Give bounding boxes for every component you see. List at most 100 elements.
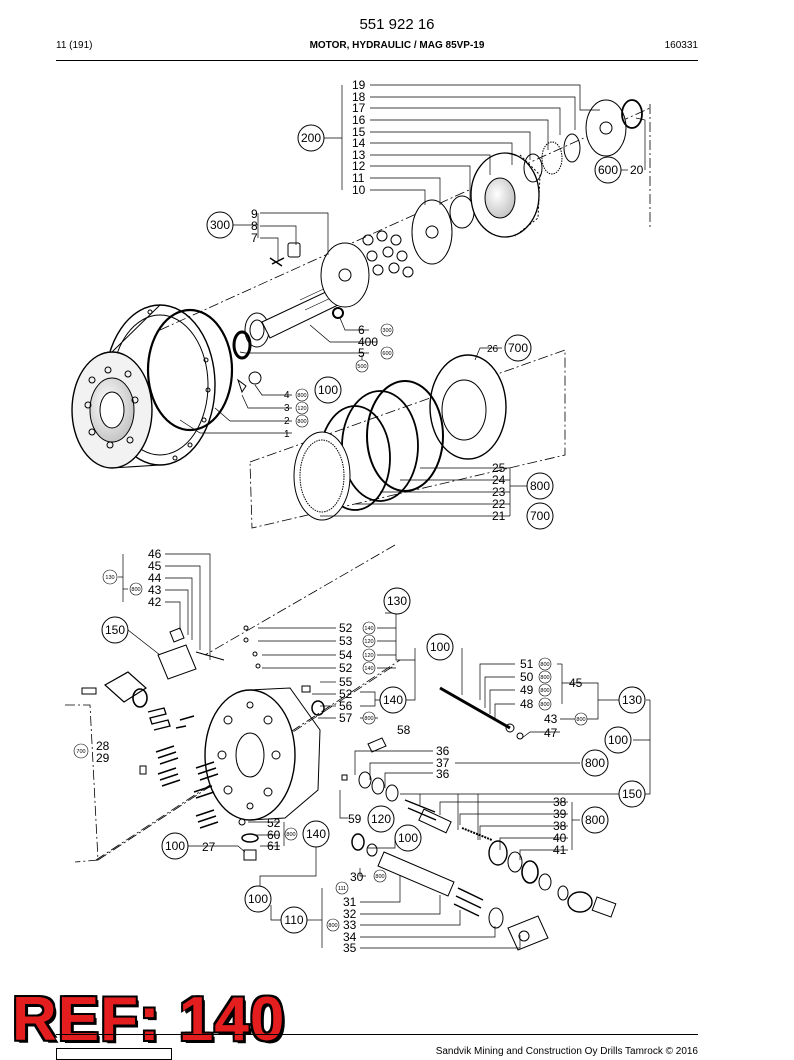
svg-text:700: 700: [530, 509, 550, 523]
svg-text:800: 800: [375, 874, 384, 880]
part-31: 31: [343, 895, 357, 909]
part-60: 60: [267, 828, 281, 842]
part-36: 36: [436, 767, 450, 781]
tag-120: 120: [362, 634, 376, 648]
svg-text:120: 120: [364, 639, 373, 645]
part-20: 20: [630, 163, 644, 177]
part-number-labels: 19 18 17 16 15 14 13 12 11 10 9 8 7 20 6…: [96, 78, 644, 955]
svg-text:150: 150: [622, 787, 642, 801]
part-24: 24: [492, 473, 506, 487]
tag-120: 120: [295, 401, 309, 415]
reference-stamp: REF: 140: [12, 985, 286, 1054]
svg-text:800: 800: [297, 393, 306, 399]
callout-200: 200: [297, 124, 325, 152]
tag-800: 800: [574, 712, 588, 726]
tag-140: 140: [362, 621, 376, 635]
o-ring: [146, 308, 234, 432]
tag-600: 600: [380, 346, 394, 360]
part-46: 46: [148, 547, 162, 561]
part-35: 35: [343, 941, 357, 955]
part-16: 16: [352, 113, 366, 127]
part-52: 52: [339, 687, 353, 701]
svg-text:100: 100: [430, 640, 450, 654]
part-39: 39: [553, 807, 567, 821]
part-26: 26: [487, 344, 499, 355]
part-36: 36: [436, 744, 450, 758]
callout-110: 110: [280, 906, 308, 934]
svg-text:800: 800: [131, 587, 140, 593]
svg-text:800: 800: [585, 756, 605, 770]
svg-text:800: 800: [540, 675, 549, 681]
tag-800: 800: [129, 582, 143, 596]
svg-text:800: 800: [585, 813, 605, 827]
svg-text:800: 800: [540, 662, 549, 668]
part-10: 10: [352, 183, 366, 197]
part-5: 5: [358, 346, 365, 360]
part-12: 12: [352, 159, 366, 173]
part-41: 41: [553, 843, 567, 857]
callout-130: 130: [618, 686, 646, 714]
svg-text:100: 100: [398, 831, 418, 845]
part-13: 13: [352, 148, 366, 162]
svg-text:120: 120: [371, 812, 391, 826]
svg-text:200: 200: [301, 131, 321, 145]
part-38: 38: [553, 795, 567, 809]
svg-text:150: 150: [105, 623, 125, 637]
part-58: 58: [397, 723, 411, 737]
tag-800: 800: [284, 827, 298, 841]
callout-150: 150: [618, 780, 646, 808]
company-logo: [56, 1048, 172, 1060]
part-42: 42: [148, 595, 162, 609]
tag-700: 700: [73, 743, 89, 759]
part-52: 52: [267, 816, 281, 830]
part-19: 19: [352, 78, 366, 92]
part-48: 48: [520, 697, 534, 711]
part-45: 45: [569, 676, 583, 690]
part-9: 9: [251, 207, 258, 221]
svg-text:800: 800: [530, 479, 550, 493]
part-30: 30: [350, 870, 364, 884]
page-info: 11 (191): [56, 40, 93, 51]
tag-140: 140: [362, 661, 376, 675]
svg-text:120: 120: [297, 406, 306, 412]
svg-text:600: 600: [598, 163, 618, 177]
svg-text:600: 600: [382, 351, 391, 357]
callout-800: 800: [581, 806, 609, 834]
part-14: 14: [352, 136, 366, 150]
part-29: 29: [96, 751, 110, 765]
svg-text:130: 130: [105, 575, 114, 581]
svg-text:120: 120: [364, 653, 373, 659]
callout-700: 700: [526, 502, 554, 530]
tag-500: 500: [355, 359, 369, 373]
part-7: 7: [251, 231, 258, 245]
part-53: 53: [339, 634, 353, 648]
part-25: 25: [492, 461, 506, 475]
part-4: 4: [284, 390, 290, 401]
svg-text:100: 100: [608, 733, 628, 747]
callout-700: 700: [504, 334, 532, 362]
callout-800: 800: [526, 472, 554, 500]
piston-block: [362, 230, 414, 278]
svg-text:100: 100: [248, 892, 268, 906]
part-40: 40: [553, 831, 567, 845]
part-33: 33: [343, 918, 357, 932]
part-61: 61: [267, 839, 281, 853]
part-32: 32: [343, 907, 357, 921]
part-28: 28: [96, 739, 110, 753]
upper-assembly: [71, 99, 651, 529]
tag-800: 800: [295, 388, 309, 402]
part-44: 44: [148, 571, 162, 585]
part-43: 43: [148, 583, 162, 597]
part-51: 51: [520, 657, 534, 671]
part-6: 6: [358, 323, 365, 337]
part-38: 38: [553, 819, 567, 833]
part-50: 50: [520, 670, 534, 684]
svg-text:140: 140: [364, 626, 373, 632]
svg-text:140: 140: [306, 827, 326, 841]
svg-text:800: 800: [576, 717, 585, 723]
callout-800: 800: [581, 749, 609, 777]
callout-100: 100: [426, 633, 454, 661]
svg-text:100: 100: [165, 839, 185, 853]
leader-lines-upper: [179, 84, 646, 517]
part-1: 1: [284, 429, 290, 440]
